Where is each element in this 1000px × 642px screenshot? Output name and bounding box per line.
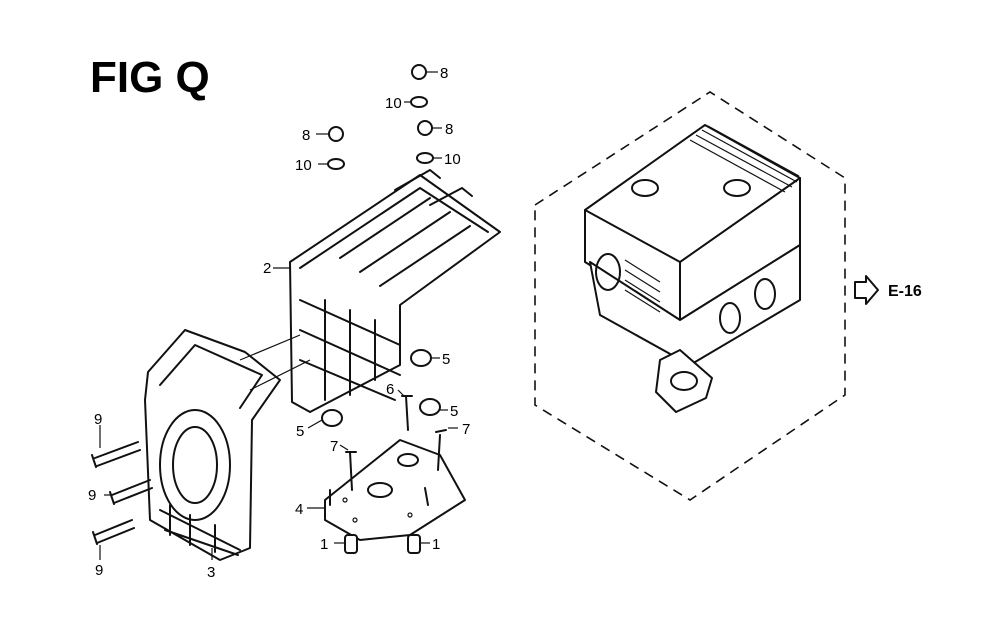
bolt-9 [109,479,153,505]
washer-10 [327,158,345,170]
callout-2: 2 [263,260,271,277]
cover-hole [723,179,751,197]
callout-9: 9 [95,562,103,579]
callout-9: 9 [88,487,96,504]
screw-7 [435,429,447,471]
reference-label[interactable]: E-16 [888,283,922,300]
part-4-plate [324,439,466,541]
callout-10: 10 [385,95,402,112]
nut-5 [410,349,432,367]
callouts: 2 3 4 1 1 5 5 5 6 7 7 9 9 9 8 8 8 10 10 … [88,65,470,581]
screw-6 [401,395,413,431]
callout-10: 10 [295,157,312,174]
nut-8 [417,120,433,136]
callout-5: 5 [442,351,450,368]
exhaust-flange [655,349,713,413]
nut-8 [328,126,344,142]
callout-7: 7 [330,438,338,455]
part-2-manifold [289,169,501,413]
case-opening [159,409,231,521]
callout-10: 10 [444,151,461,168]
figure-title: FIG Q [90,53,210,102]
callout-3: 3 [207,564,215,581]
bolt-9 [91,441,141,468]
callout-5: 5 [296,423,304,440]
body-port [595,253,621,291]
callout-9: 9 [94,411,102,428]
washer-10 [416,152,434,164]
callout-1: 1 [320,536,328,553]
nut-8 [411,64,427,80]
callout-8: 8 [302,127,310,144]
arrow-right-icon [854,275,879,305]
cover-hole [631,179,659,197]
foot-1 [344,534,358,554]
callout-5: 5 [450,403,458,420]
callout-4: 4 [295,501,303,518]
callout-8: 8 [440,65,448,82]
callout-7: 7 [462,421,470,438]
engine-assembly [534,91,846,501]
reference-arrow[interactable]: E-16 [854,275,922,305]
nut-5 [321,409,343,427]
nut-5 [419,398,441,416]
screw-7 [345,451,357,491]
leader-lines [99,71,458,560]
engine-body [589,244,801,366]
hardware [91,64,447,554]
assembly-boundary [534,91,846,501]
foot-1 [407,534,421,554]
bolt-9 [92,519,135,545]
washer-10 [410,96,428,108]
callout-6: 6 [386,381,394,398]
callout-8: 8 [445,121,453,138]
part-3-case [144,329,311,561]
callout-1: 1 [432,536,440,553]
